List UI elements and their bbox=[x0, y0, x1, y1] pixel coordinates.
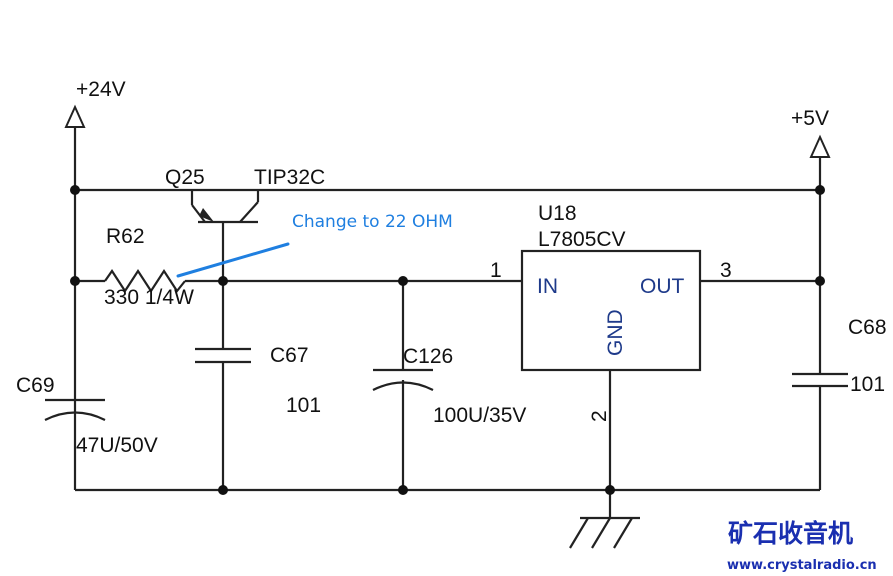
pin-1-label: 1 bbox=[490, 259, 502, 282]
junction-dot bbox=[218, 276, 228, 286]
c67-ref-label: C67 bbox=[270, 344, 309, 367]
c69-value-label: 47U/50V bbox=[76, 434, 158, 457]
capacitor-c68 bbox=[792, 372, 848, 388]
c68-value-label: 101 bbox=[850, 373, 885, 396]
c126-value-label: 100U/35V bbox=[433, 404, 526, 427]
junction-dot bbox=[815, 276, 825, 286]
rail-label-24v: +24V bbox=[76, 78, 126, 101]
junction-dot bbox=[398, 485, 408, 495]
u18-part-label: L7805CV bbox=[538, 228, 626, 251]
junction-dot bbox=[70, 276, 80, 286]
regulator-pin-in: IN bbox=[537, 275, 558, 298]
junction-dot bbox=[605, 485, 615, 495]
ground-symbol bbox=[569, 516, 640, 549]
c126-ref-label: C126 bbox=[403, 345, 453, 368]
junction-dot bbox=[70, 185, 80, 195]
c69-ref-label: C69 bbox=[16, 374, 55, 397]
r62-ref-label: R62 bbox=[106, 225, 145, 248]
q25-ref-label: Q25 bbox=[165, 166, 205, 189]
q25-part-label: TIP32C bbox=[254, 166, 325, 189]
capacitor-c67 bbox=[195, 347, 251, 364]
junction-dot bbox=[218, 485, 228, 495]
junction-dot bbox=[815, 185, 825, 195]
c68-ref-label: C68 bbox=[848, 316, 887, 339]
annotation-stroke bbox=[176, 242, 290, 278]
regulator-u18-body bbox=[520, 249, 702, 372]
r62-value-label: 330 1/4W bbox=[104, 286, 194, 309]
junction-dots bbox=[70, 185, 825, 495]
regulator-pin-out: OUT bbox=[640, 275, 685, 298]
c67-value-label: 101 bbox=[286, 394, 321, 417]
vcc-24v-symbol bbox=[64, 104, 86, 128]
capacitor-c126 bbox=[372, 368, 434, 391]
watermark-url: www.crystalradio.cn bbox=[727, 558, 877, 573]
junction-dot bbox=[398, 276, 408, 286]
regulator-pin-gnd: GND bbox=[604, 309, 627, 356]
annotation-note: Change to 22 OHM bbox=[292, 212, 453, 232]
pin-2-label: 2 bbox=[588, 410, 611, 422]
vcc-5v-symbol bbox=[809, 134, 831, 158]
u18-ref-label: U18 bbox=[538, 202, 577, 225]
watermark-logo-text: 矿石收音机 bbox=[728, 519, 853, 548]
transistor-q25 bbox=[190, 190, 260, 224]
rail-label-5v: +5V bbox=[791, 107, 829, 130]
capacitor-c69 bbox=[44, 398, 106, 421]
pin-3-label: 3 bbox=[720, 259, 732, 282]
resistor-r62 bbox=[104, 268, 186, 294]
